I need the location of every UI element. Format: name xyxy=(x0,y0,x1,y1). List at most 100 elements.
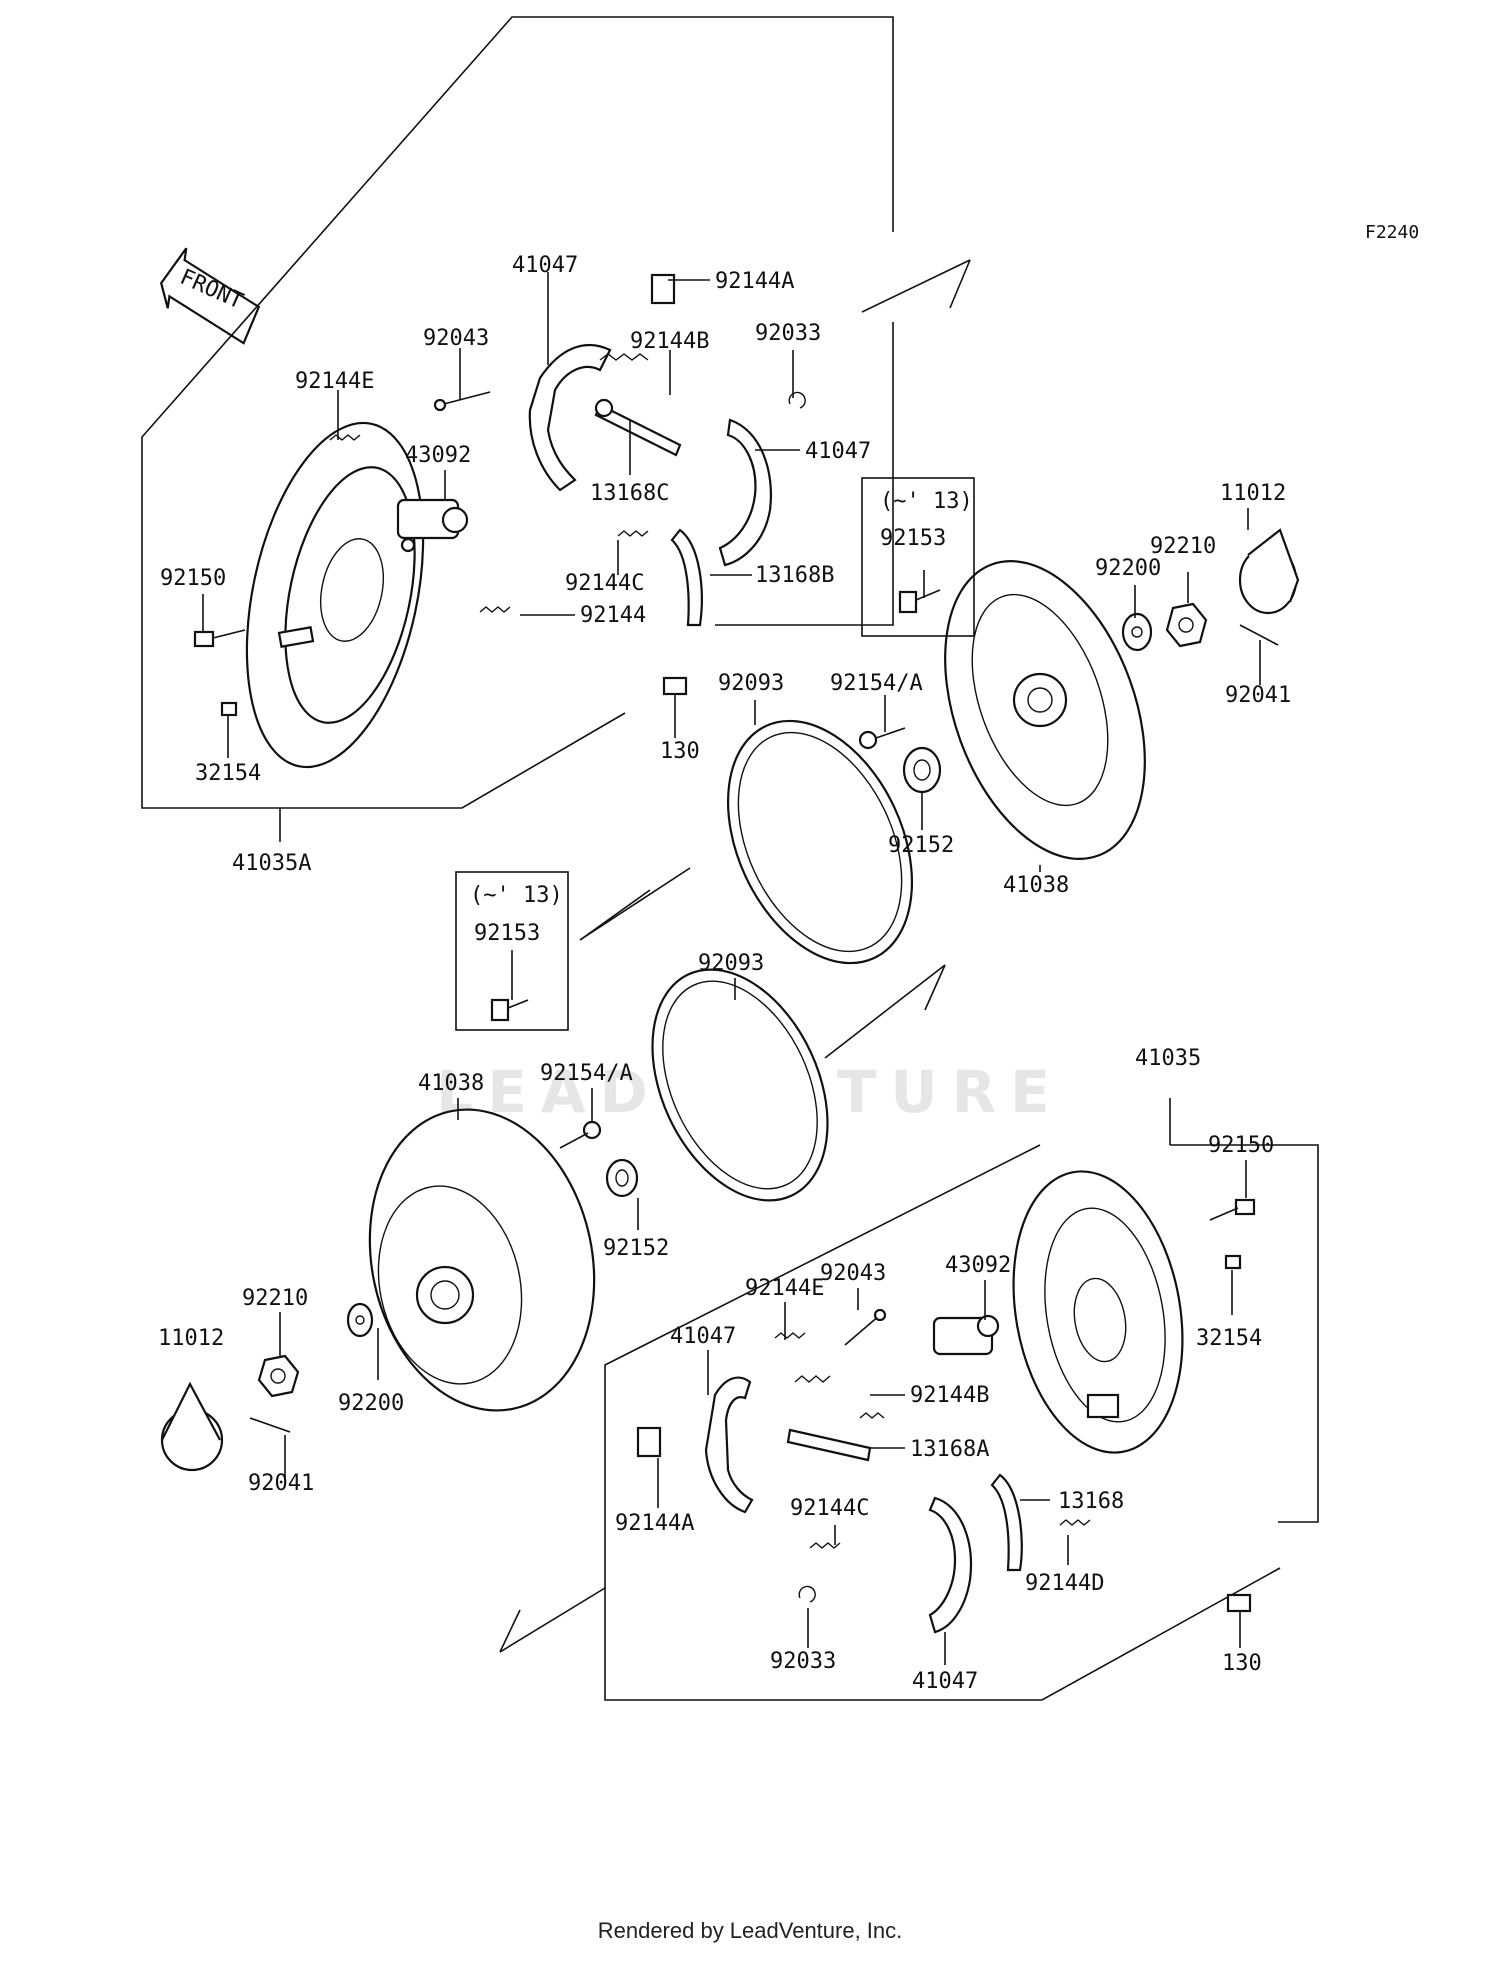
lower-cotter-pin-92041 xyxy=(249,1417,291,1433)
callout-label: 92150 xyxy=(1208,1133,1274,1158)
callout-label: 92153 xyxy=(474,921,540,946)
lower-wheel-cylinder xyxy=(932,1314,1000,1356)
upper-springs xyxy=(329,353,649,613)
callout-label: 32154 xyxy=(1196,1326,1262,1351)
lower-nut-92210 xyxy=(257,1354,300,1398)
lower-cap-11012 xyxy=(160,1381,224,1472)
upper-bolt-130 xyxy=(662,676,688,696)
upper-pin-92043 xyxy=(433,391,491,412)
lower-lever-13168a xyxy=(786,1428,872,1462)
lower-bolt-92154a xyxy=(559,1120,602,1149)
callout-label: 41047 xyxy=(512,253,578,278)
callout-label: 92210 xyxy=(1150,534,1216,559)
figure-code: F2240 xyxy=(1365,222,1420,243)
upper-lever-13168b xyxy=(670,528,703,627)
lower-lever-13168 xyxy=(990,1473,1023,1572)
upper-washer-92200 xyxy=(1121,612,1153,652)
upper-bolt-92154a xyxy=(858,727,906,750)
callout-label: 92144A xyxy=(615,1511,694,1536)
callout-label: (~' 13) xyxy=(880,489,973,514)
upper-brake-shoe-right xyxy=(718,418,772,567)
callout-label: 92200 xyxy=(1095,556,1161,581)
callout-label: 92144D xyxy=(1025,1571,1104,1596)
callout-label: 43092 xyxy=(405,443,471,468)
callout-label: 92152 xyxy=(888,833,954,858)
upper-assembly-frame xyxy=(141,16,971,809)
upper-revision-box xyxy=(861,477,975,637)
callout-label: 92093 xyxy=(718,671,784,696)
callout-label: 13168A xyxy=(910,1437,989,1462)
callout-label: 92093 xyxy=(698,951,764,976)
upper-circlip-92033 xyxy=(788,391,806,409)
callout-label: 92033 xyxy=(755,321,821,346)
lower-seal-92093 xyxy=(651,968,829,1202)
callout-label: 92144C xyxy=(565,571,644,596)
upper-backing-plate xyxy=(245,421,425,769)
callout-label: 92043 xyxy=(423,326,489,351)
lower-guide-line xyxy=(824,964,946,1059)
callout-label: 92043 xyxy=(820,1261,886,1286)
callout-label: 41038 xyxy=(418,1071,484,1096)
lower-assembly-frame xyxy=(499,1098,1319,1701)
callout-label: 92152 xyxy=(603,1236,669,1261)
callout-label: 11012 xyxy=(158,1326,224,1351)
lower-pin-92043 xyxy=(844,1308,887,1346)
lower-washer-92152 xyxy=(605,1158,639,1198)
front-arrow-icon: FRONT xyxy=(159,247,261,345)
lower-revision-box xyxy=(455,871,569,1031)
callout-label: 32154 xyxy=(195,761,261,786)
callout-label: 92144E xyxy=(745,1276,824,1301)
callout-label: 41047 xyxy=(805,439,871,464)
upper-nut-92210 xyxy=(1165,602,1208,648)
lower-bolt-92150 xyxy=(1209,1198,1256,1221)
callout-label: 92150 xyxy=(160,566,226,591)
callout-label: 92210 xyxy=(242,1286,308,1311)
callout-label: 92200 xyxy=(338,1391,404,1416)
upper-brake-shoe-left xyxy=(528,343,612,492)
upper-nipple-32154 xyxy=(220,701,238,717)
lower-bolt-92153 xyxy=(490,998,529,1022)
callout-label: 41047 xyxy=(670,1324,736,1349)
upper-bolt-92153 xyxy=(898,589,941,614)
lower-springs xyxy=(774,1332,1091,1549)
upper-bolt-92150 xyxy=(193,629,246,648)
callout-label: 41047 xyxy=(912,1669,978,1694)
callout-label: 130 xyxy=(660,739,700,764)
callout-label: 92154/A xyxy=(830,671,923,696)
footer-credit: Rendered by LeadVenture, Inc. xyxy=(597,1918,903,1943)
lower-circlip-92033 xyxy=(798,1585,816,1603)
callout-label: 13168C xyxy=(590,481,669,506)
lower-clip-92144a xyxy=(636,1426,662,1458)
lower-washer-92200 xyxy=(346,1302,374,1338)
upper-wheel-cylinder xyxy=(396,498,469,553)
upper-washer-92152 xyxy=(902,746,942,794)
callout-label: 92144B xyxy=(630,329,709,354)
lower-nipple-32154 xyxy=(1224,1254,1242,1270)
callout-label: 13168B xyxy=(755,563,834,588)
callout-label: 41035 xyxy=(1135,1046,1201,1071)
upper-cap-11012 xyxy=(1238,528,1300,615)
lower-backing-plate xyxy=(1012,1170,1184,1454)
callout-labels: 41047 92144A 92043 92144B 92033 92144E 4… xyxy=(158,253,1291,1694)
callout-label: (~' 13) xyxy=(470,883,563,908)
callout-label: 92033 xyxy=(770,1649,836,1674)
mid-guide-line xyxy=(579,867,691,941)
callout-label: 92041 xyxy=(1225,683,1291,708)
callout-label: 92154/A xyxy=(540,1061,633,1086)
upper-cotter-pin-92041 xyxy=(1239,624,1279,646)
lower-brake-shoe-left xyxy=(704,1376,754,1514)
callout-label: 41038 xyxy=(1003,873,1069,898)
callout-label: 92144A xyxy=(715,269,794,294)
callout-label: 41035A xyxy=(232,851,311,876)
callout-label: 130 xyxy=(1222,1651,1262,1676)
upper-seal-92093 xyxy=(726,719,914,965)
callout-label: 92153 xyxy=(880,526,946,551)
upper-lever-13168c xyxy=(594,398,682,457)
lower-guide-line-b xyxy=(924,964,946,1011)
callout-label: 92144 xyxy=(580,603,646,628)
callout-label: 92041 xyxy=(248,1471,314,1496)
lower-bolt-130 xyxy=(1226,1593,1252,1613)
callout-label: 43092 xyxy=(945,1253,1011,1278)
lower-brake-drum xyxy=(368,1108,596,1412)
lower-brake-shoe-right xyxy=(928,1496,972,1634)
